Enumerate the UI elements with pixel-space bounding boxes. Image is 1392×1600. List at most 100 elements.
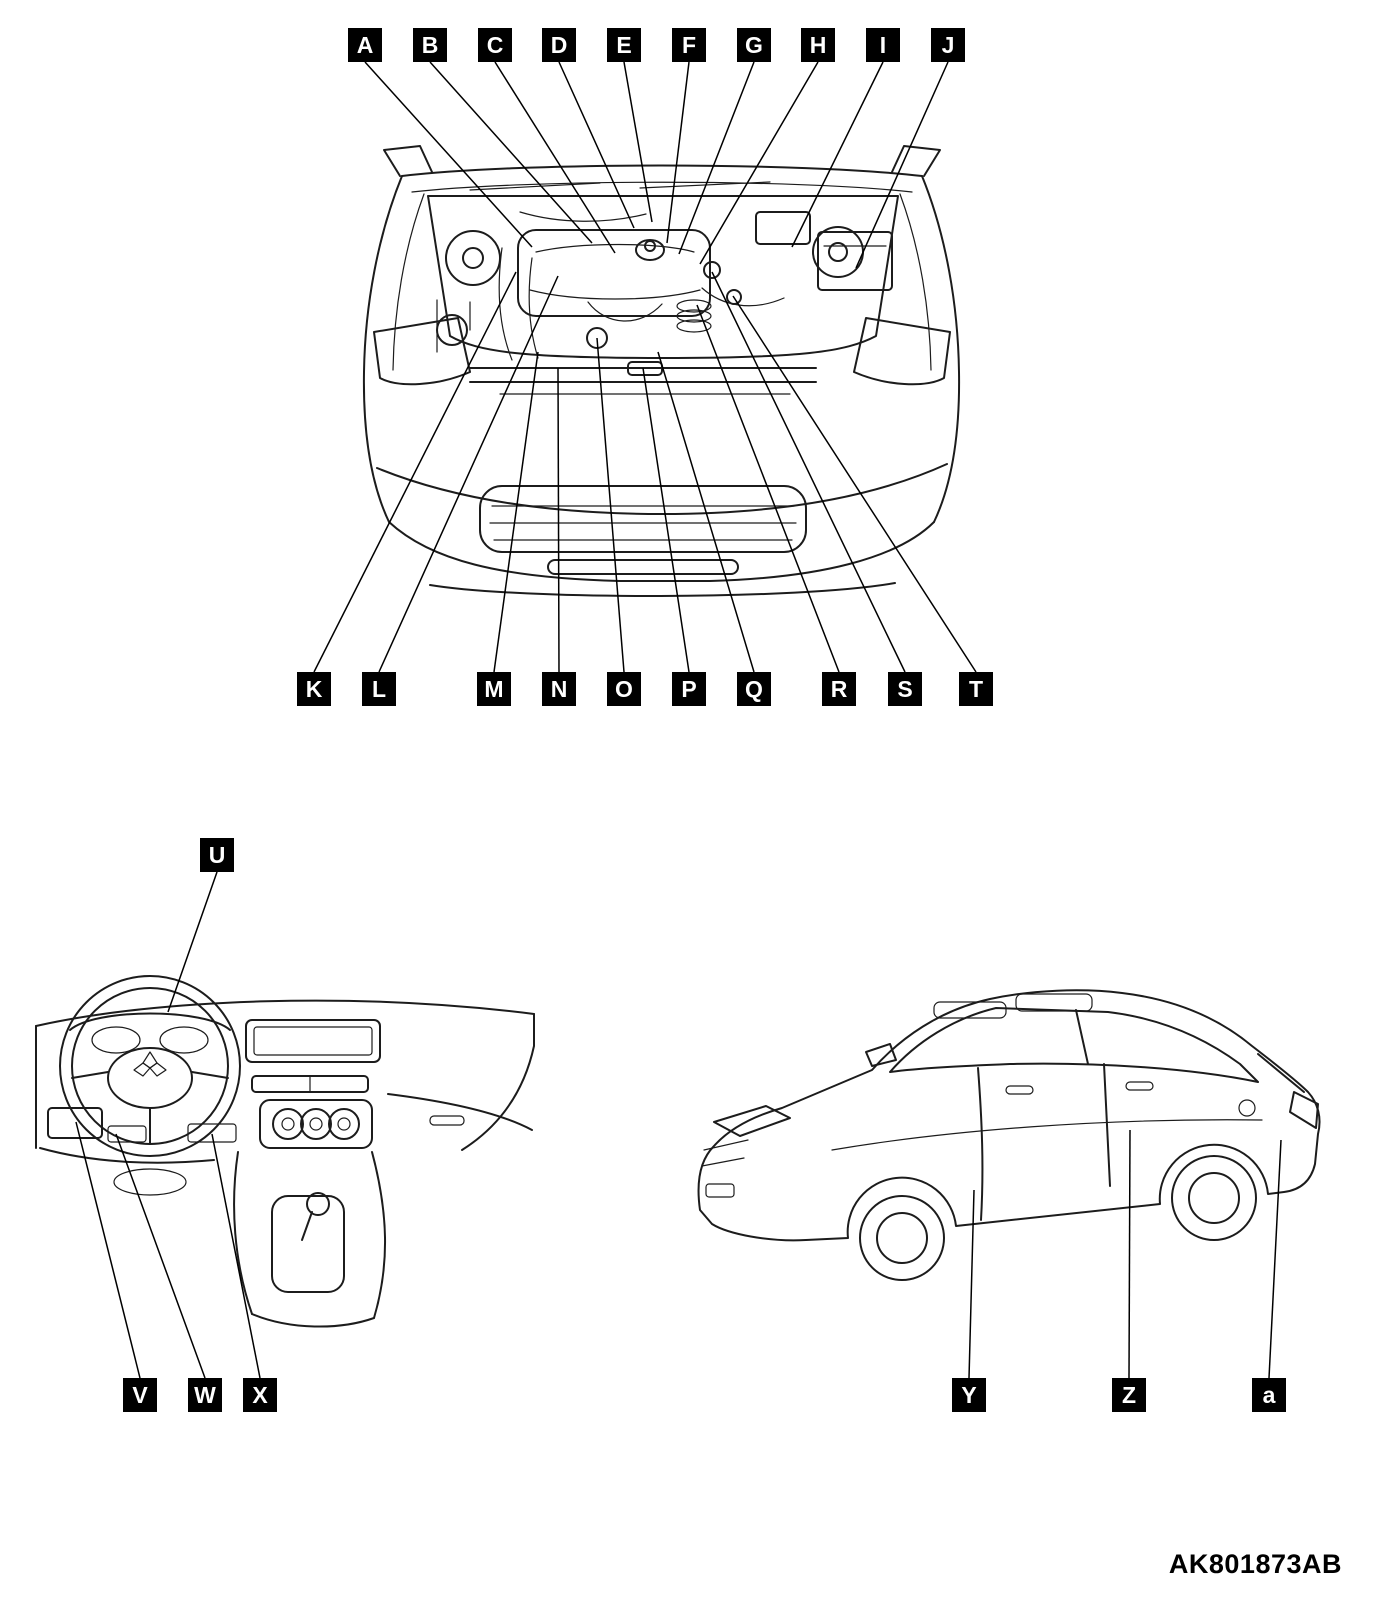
- callout-letter: K: [306, 676, 323, 702]
- spoke-left: [71, 1071, 109, 1079]
- callout-V: V: [123, 1378, 157, 1412]
- leader-line: [313, 271, 517, 673]
- callout-letter: R: [831, 676, 848, 702]
- leader-lines: [75, 61, 1282, 1379]
- engine-bay-diagram: [362, 145, 961, 597]
- rear-door-line: [1103, 1063, 1111, 1187]
- callout-letter: U: [209, 842, 226, 868]
- hvac-knob-3-center: [337, 1117, 351, 1131]
- callout-box: [959, 672, 993, 706]
- driver-lower-panel: [47, 1107, 103, 1139]
- callout-letter: T: [969, 676, 983, 702]
- dashboard-diagram: [35, 975, 535, 1328]
- steering-hub: [107, 1047, 193, 1109]
- callout-letter: G: [745, 32, 763, 58]
- lower-air-intake: [547, 559, 739, 575]
- callout-D: D: [542, 28, 576, 62]
- b-pillar: [1075, 1009, 1089, 1065]
- callout-box: [801, 28, 835, 62]
- leader-line: [968, 1189, 975, 1379]
- component-dot-2: [726, 289, 742, 305]
- fuel-door: [1238, 1099, 1256, 1117]
- fuse-box: [755, 211, 811, 245]
- callout-M: M: [477, 672, 511, 706]
- callout-box: [931, 28, 965, 62]
- left-strut-cap: [462, 247, 484, 269]
- callout-W: W: [188, 1378, 222, 1412]
- callout-letter: F: [682, 32, 696, 58]
- hood-latch: [627, 361, 663, 376]
- hvac-knob-3: [328, 1108, 360, 1140]
- callout-letter: I: [880, 32, 886, 58]
- callout-letter: S: [897, 676, 912, 702]
- tail-lamp: [1289, 1091, 1319, 1129]
- engine-cover: [517, 229, 711, 317]
- right-strut-tower: [812, 226, 864, 278]
- callout-letter: a: [1263, 1382, 1276, 1408]
- shifter-boot: [271, 1195, 345, 1293]
- callout-box: [1252, 1378, 1286, 1412]
- callout-box: [888, 672, 922, 706]
- callout-box: [866, 28, 900, 62]
- hinge-left: [383, 145, 433, 177]
- left-strut-tower: [445, 230, 501, 286]
- callout-letter: B: [422, 32, 439, 58]
- front-wheel: [859, 1195, 945, 1281]
- callout-L: L: [362, 672, 396, 706]
- steering-wheel-outer: [59, 975, 241, 1157]
- leader-line: [167, 871, 218, 1013]
- callout-letter: P: [681, 676, 696, 702]
- spoke-right: [191, 1071, 229, 1079]
- callout-letter: N: [551, 676, 568, 702]
- leader-line: [678, 61, 755, 255]
- front-wheel-rim: [876, 1212, 928, 1264]
- callout-box: [413, 28, 447, 62]
- hvac-knob-2: [300, 1108, 332, 1140]
- cowl-line-inner: [411, 181, 913, 193]
- right-strut-cap: [828, 242, 848, 262]
- callout-box: [822, 672, 856, 706]
- front-door-line: [977, 1067, 984, 1221]
- leader-line: [642, 367, 690, 673]
- column-shroud: [113, 1168, 187, 1196]
- front-grille-lines: [701, 1139, 749, 1167]
- reservoir-cap-top: [644, 240, 656, 252]
- harness-lines: [498, 247, 539, 361]
- leader-line: [855, 61, 949, 269]
- leader-line: [364, 61, 533, 248]
- leader-line: [596, 337, 625, 673]
- hvac-knob-1: [272, 1108, 304, 1140]
- console-left-edge: [233, 1151, 253, 1315]
- figure-code: AK801873AB: [1168, 1549, 1342, 1579]
- console-right-edge: [371, 1151, 386, 1319]
- air-duct: [519, 211, 647, 222]
- callout-box: [123, 1378, 157, 1412]
- hvac-knob-1-center: [281, 1117, 295, 1131]
- cowl-line: [401, 164, 923, 177]
- leader-line: [1128, 1129, 1131, 1379]
- callout-box: [297, 672, 331, 706]
- dash-top: [35, 999, 535, 1027]
- car-side-diagram: [697, 989, 1321, 1281]
- callout-letter: W: [194, 1382, 216, 1408]
- callout-O: O: [607, 672, 641, 706]
- coil-detail-2: [676, 309, 712, 323]
- callout-box: [200, 838, 234, 872]
- leader-line: [75, 1121, 141, 1379]
- callout-Q: Q: [737, 672, 771, 706]
- callout-box: [188, 1378, 222, 1412]
- callout-R: R: [822, 672, 856, 706]
- leader-line: [211, 1133, 261, 1379]
- callout-box: [362, 672, 396, 706]
- coil-detail-3: [676, 319, 712, 333]
- headlight-side: [713, 1105, 791, 1137]
- oil-filler-cap: [586, 327, 608, 349]
- front-door-handle: [1005, 1085, 1034, 1095]
- callout-box: [478, 28, 512, 62]
- callout-box: [607, 28, 641, 62]
- leader-line: [1268, 1139, 1282, 1379]
- character-line: [831, 1119, 1263, 1151]
- callout-a: a: [1252, 1378, 1286, 1412]
- leader-line: [732, 295, 977, 673]
